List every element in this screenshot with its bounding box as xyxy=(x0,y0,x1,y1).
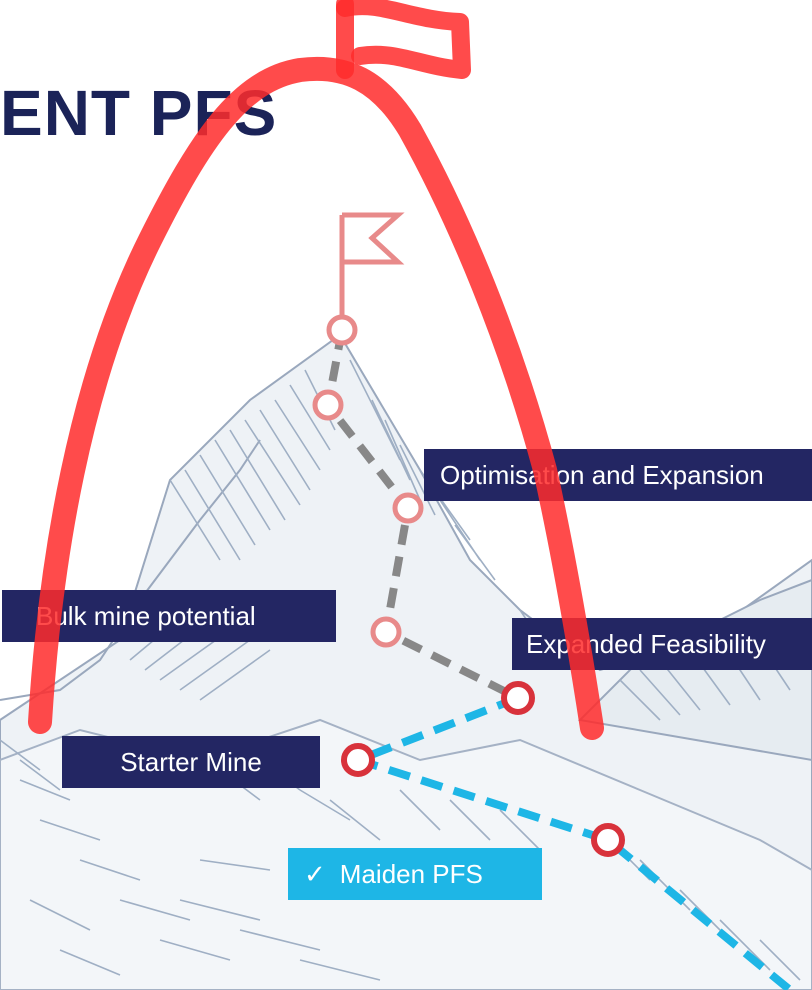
label-starter-mine-text: Starter Mine xyxy=(120,747,262,777)
label-optimisation: Optimisation and Expansion xyxy=(424,449,812,501)
mountain-left-ridge xyxy=(0,439,261,701)
label-optimisation-text: Optimisation and Expansion xyxy=(440,460,764,490)
lower-path-line xyxy=(346,694,793,990)
summit-flag-icon xyxy=(339,212,405,320)
milestone-maiden xyxy=(591,823,625,857)
label-bulk-mine-text: Bulk mine potential xyxy=(36,601,256,631)
label-starter-mine: Starter Mine xyxy=(62,736,320,788)
milestone-bulk xyxy=(370,616,402,648)
check-icon: ✓ xyxy=(304,859,326,889)
label-maiden-pfs: ✓ Maiden PFS xyxy=(288,848,542,900)
milestone-starter xyxy=(341,743,375,777)
annotation-flag-icon xyxy=(336,0,471,79)
milestone-summit xyxy=(326,314,358,346)
milestone-markers xyxy=(312,314,625,857)
label-maiden-pfs-text: Maiden PFS xyxy=(339,859,483,889)
milestone-expanded xyxy=(501,681,535,715)
milestone-upper-1 xyxy=(312,389,344,421)
annotation-arc xyxy=(28,56,604,740)
milestone-optimisation xyxy=(392,492,424,524)
